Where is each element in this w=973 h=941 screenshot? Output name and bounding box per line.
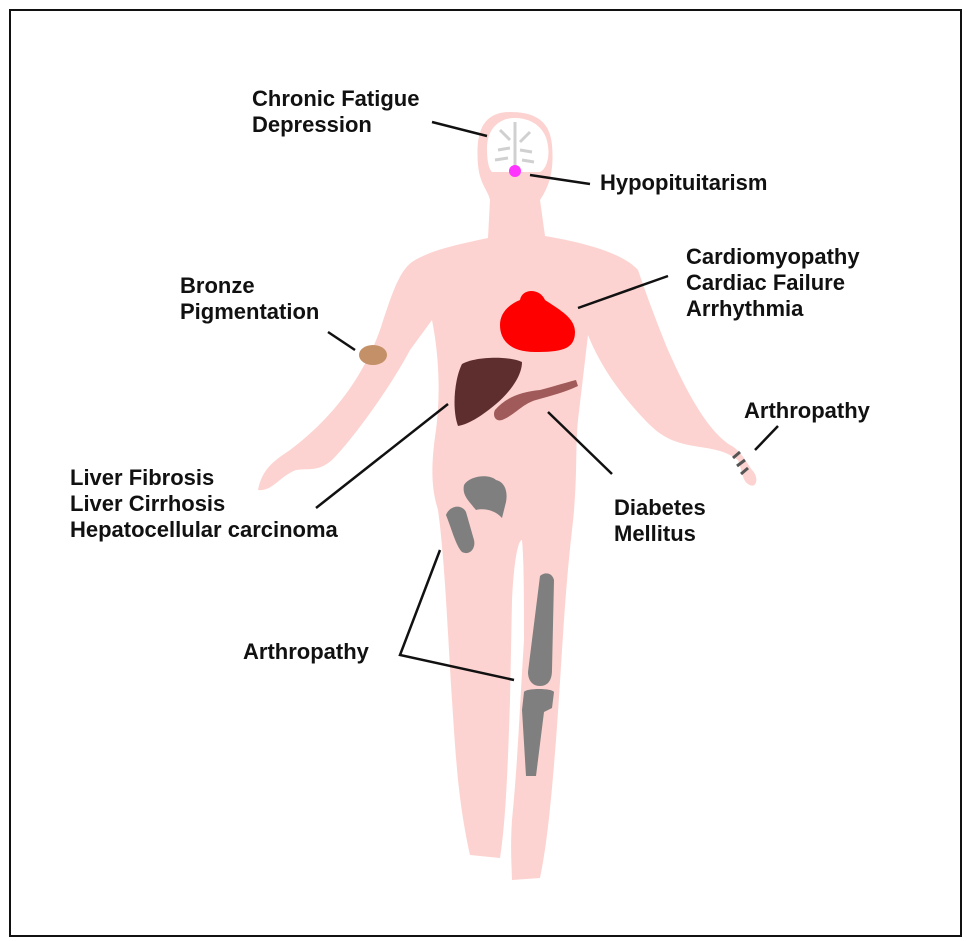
label-liver-fibrosis: Liver Fibrosis [70, 465, 338, 491]
label-pancreas: Diabetes Mellitus [614, 495, 706, 547]
label-diabetes: Diabetes [614, 495, 706, 521]
label-arrhythmia: Arrhythmia [686, 296, 860, 322]
pituitary [509, 165, 521, 177]
bronze-patch [359, 345, 387, 365]
label-bronze: Bronze [180, 273, 319, 299]
label-chronic-fatigue: Chronic Fatigue [252, 86, 419, 112]
label-heart: Cardiomyopathy Cardiac Failure Arrhythmi… [686, 244, 860, 322]
label-liver-cirrhosis: Liver Cirrhosis [70, 491, 338, 517]
label-leg-joints: Arthropathy [243, 639, 369, 665]
label-pigmentation: Pigmentation [180, 299, 319, 325]
label-pituitary: Hypopituitarism [600, 170, 767, 196]
label-mellitus: Mellitus [614, 521, 706, 547]
label-arthropathy-hand: Arthropathy [744, 398, 870, 424]
label-hand-joints: Arthropathy [744, 398, 870, 424]
label-skin: Bronze Pigmentation [180, 273, 319, 325]
label-hypopituitarism: Hypopituitarism [600, 170, 767, 196]
label-arthropathy-leg: Arthropathy [243, 639, 369, 665]
label-cardiomyopathy: Cardiomyopathy [686, 244, 860, 270]
label-cardiac-failure: Cardiac Failure [686, 270, 860, 296]
label-liver: Liver Fibrosis Liver Cirrhosis Hepatocel… [70, 465, 338, 543]
label-brain: Chronic Fatigue Depression [252, 86, 419, 138]
label-hepatocellular-carcinoma: Hepatocellular carcinoma [70, 517, 338, 543]
label-depression: Depression [252, 112, 419, 138]
